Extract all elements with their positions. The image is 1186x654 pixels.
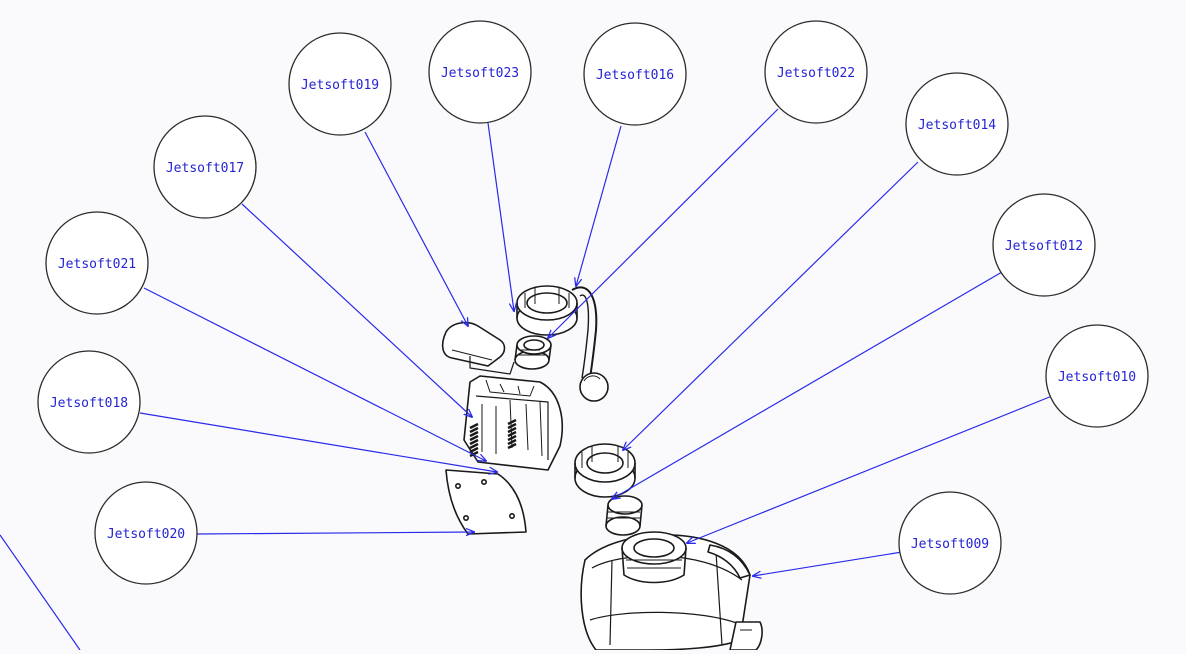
- balloon-jetsoft022: Jetsoft022: [764, 20, 868, 124]
- leader-jetsoft021: [143, 287, 486, 461]
- balloon-jetsoft009: Jetsoft009: [898, 491, 1002, 595]
- balloon-label: Jetsoft023: [441, 66, 519, 81]
- stray-leader-line: [0, 534, 81, 651]
- balloon-label: Jetsoft010: [1058, 370, 1136, 385]
- leader-jetsoft012: [612, 271, 1003, 499]
- leader-jetsoft009: [753, 551, 903, 576]
- balloon-label: Jetsoft009: [911, 537, 989, 552]
- balloons: Jetsoft009 Jetsoft010 Jetsoft012 Jetsoft…: [37, 20, 1149, 595]
- balloon-label: Jetsoft016: [596, 68, 674, 83]
- part-lid: [441, 321, 515, 375]
- balloon-label: Jetsoft020: [107, 527, 185, 542]
- leader-jetsoft014: [623, 161, 919, 450]
- balloon-label: Jetsoft014: [918, 118, 996, 133]
- balloon-label: Jetsoft017: [166, 161, 244, 176]
- leader-jetsoft018: [139, 412, 497, 472]
- leader-jetsoft016: [576, 125, 622, 286]
- balloon-jetsoft018: Jetsoft018: [37, 350, 141, 454]
- leader-jetsoft019: [364, 131, 468, 326]
- balloon-jetsoft014: Jetsoft014: [905, 72, 1009, 176]
- balloon-label: Jetsoft021: [58, 257, 136, 272]
- part-base-body: [580, 531, 763, 651]
- leader-jetsoft022: [548, 108, 779, 338]
- part-ring-nut: [574, 443, 636, 498]
- leader-jetsoft020: [196, 532, 474, 534]
- balloon-jetsoft017: Jetsoft017: [153, 115, 257, 219]
- part-threaded-insert: [605, 495, 643, 536]
- balloon-label: Jetsoft012: [1005, 239, 1083, 254]
- balloon-jetsoft010: Jetsoft010: [1045, 324, 1149, 428]
- part-connector-small: [514, 335, 552, 370]
- balloon-jetsoft012: Jetsoft012: [992, 193, 1096, 297]
- leader-lines: [139, 108, 1053, 576]
- balloon-jetsoft021: Jetsoft021: [45, 211, 149, 315]
- balloon-jetsoft016: Jetsoft016: [583, 22, 687, 126]
- balloon-jetsoft020: Jetsoft020: [94, 481, 198, 585]
- part-springs: [469, 418, 517, 458]
- leader-jetsoft010: [687, 395, 1053, 543]
- parts: [441, 285, 763, 651]
- leader-jetsoft023: [487, 122, 514, 311]
- balloon-jetsoft023: Jetsoft023: [428, 20, 532, 124]
- part-housing: [463, 375, 563, 471]
- balloon-jetsoft019: Jetsoft019: [288, 32, 392, 136]
- part-back-plate: [445, 469, 527, 535]
- balloon-label: Jetsoft022: [777, 66, 855, 81]
- balloon-label: Jetsoft018: [50, 396, 128, 411]
- balloon-label: Jetsoft019: [301, 78, 379, 93]
- part-hose: [571, 286, 609, 402]
- part-cap-nut-top: [516, 285, 578, 336]
- leader-jetsoft017: [241, 203, 472, 417]
